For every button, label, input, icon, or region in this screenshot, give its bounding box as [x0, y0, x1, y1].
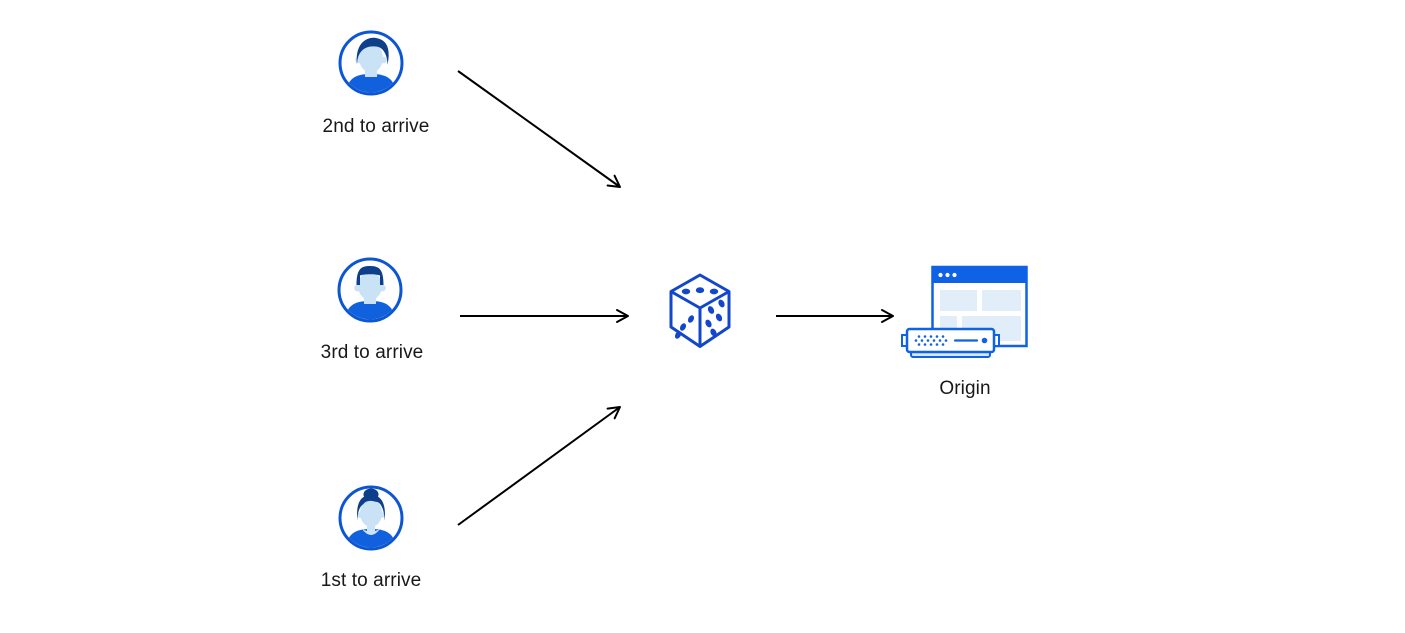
node-label: 3rd to arrive: [320, 342, 424, 363]
dice-icon: [669, 273, 731, 348]
node-user-second: 2nd to arrive: [323, 30, 429, 137]
arrow-user-first-to-dice: [457, 406, 621, 526]
node-user-first: 1st to arrive: [321, 485, 421, 591]
node-user-third: 3rd to arrive: [321, 257, 423, 363]
origin-server-browser-icon: [901, 265, 1028, 358]
arrow-user-second-to-dice: [457, 70, 621, 188]
male-user-avatar-icon: [338, 30, 404, 96]
male-flattop-user-avatar-icon: [337, 257, 403, 323]
node-label: 1st to arrive: [320, 570, 422, 591]
node-label: Origin: [939, 378, 991, 399]
node-origin: Origin: [895, 260, 1030, 399]
female-user-avatar-icon: [338, 485, 404, 551]
node-randomizer: [667, 272, 733, 355]
node-label: 2nd to arrive: [322, 116, 430, 137]
